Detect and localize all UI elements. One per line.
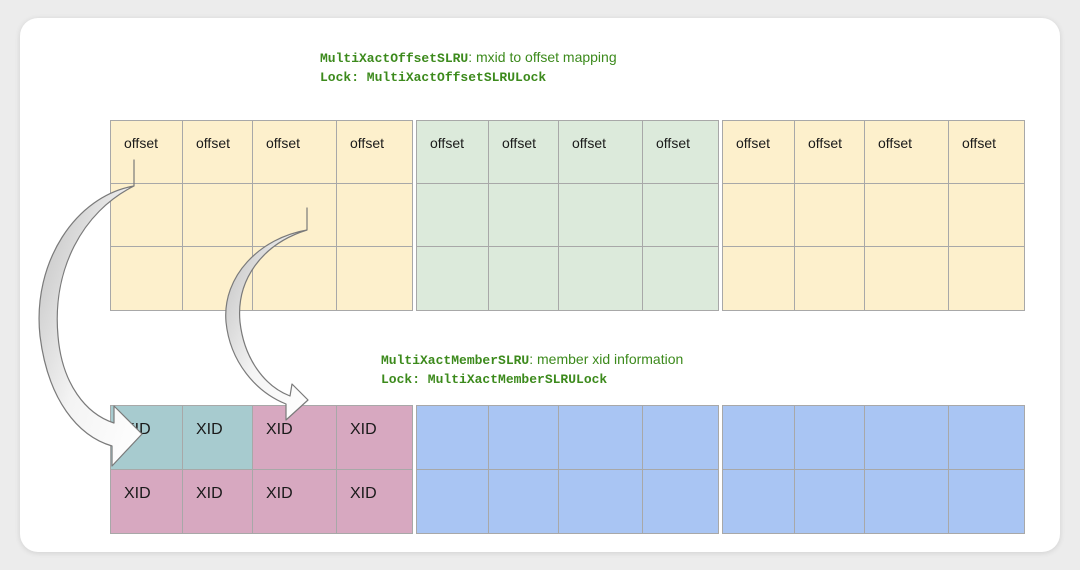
- offset-slru-caption: MultiXactOffsetSLRU: mxid to offset mapp…: [320, 48, 617, 87]
- member-cell: [642, 405, 719, 470]
- member-slru-lock: Lock: MultiXactMemberSLRULock: [381, 372, 608, 387]
- offset-cell: [110, 246, 183, 311]
- offset-cell: offset: [722, 120, 795, 184]
- offset-slru-lock: Lock: MultiXactOffsetSLRULock: [320, 70, 547, 85]
- member-cell: [864, 405, 949, 470]
- member-page-3: [722, 405, 1025, 534]
- offset-cell: offset: [864, 120, 949, 184]
- member-cell: XID: [336, 405, 413, 470]
- member-cell: XID: [110, 405, 183, 470]
- offset-cell: [110, 183, 183, 247]
- xid-label: XID: [124, 485, 151, 502]
- offset-page-1: offset offset offset offset: [110, 120, 413, 311]
- member-slru-description: : member xid information: [529, 351, 684, 367]
- member-cell: XID: [252, 405, 337, 470]
- offset-cell: [182, 246, 253, 311]
- offset-label: offset: [196, 135, 230, 151]
- xid-label: XID: [350, 421, 377, 438]
- member-cell: [558, 469, 643, 534]
- offset-label: offset: [736, 135, 770, 151]
- member-cell: XID: [182, 469, 253, 534]
- offset-cell: [864, 183, 949, 247]
- member-cell: [948, 469, 1025, 534]
- member-cell: [558, 405, 643, 470]
- member-cell: XID: [110, 469, 183, 534]
- member-cell: [642, 469, 719, 534]
- offset-cell: offset: [794, 120, 865, 184]
- offset-label: offset: [808, 135, 842, 151]
- member-cell: [416, 469, 489, 534]
- offset-cell: [336, 246, 413, 311]
- xid-label: XID: [196, 421, 223, 438]
- offset-slru-name: MultiXactOffsetSLRU: [320, 51, 469, 66]
- member-cell: [488, 469, 559, 534]
- offset-label: offset: [656, 135, 690, 151]
- offset-cell: [558, 246, 643, 311]
- xid-label: XID: [350, 485, 377, 502]
- member-page-2: [416, 405, 719, 534]
- offset-label: offset: [878, 135, 912, 151]
- offset-label: offset: [430, 135, 464, 151]
- member-cell: XID: [336, 469, 413, 534]
- offset-cell: [488, 246, 559, 311]
- offset-label: offset: [502, 135, 536, 151]
- offset-cell: [416, 246, 489, 311]
- offset-cell: offset: [558, 120, 643, 184]
- offset-page-2: offset offset offset offset: [416, 120, 719, 311]
- offset-cell: offset: [488, 120, 559, 184]
- offset-slru-description: : mxid to offset mapping: [468, 49, 617, 65]
- offset-cell: [642, 183, 719, 247]
- member-slru-caption: MultiXactMemberSLRU: member xid informat…: [381, 350, 683, 389]
- offset-label: offset: [266, 135, 300, 151]
- offset-cell: [182, 183, 253, 247]
- offset-cell: [722, 246, 795, 311]
- offset-cell: offset: [110, 120, 183, 184]
- offset-cell: offset: [252, 120, 337, 184]
- offset-cell: [794, 246, 865, 311]
- offset-cell: offset: [948, 120, 1025, 184]
- offset-cell: offset: [182, 120, 253, 184]
- offset-cell: [252, 183, 337, 247]
- member-cell: [416, 405, 489, 470]
- offset-cell: [252, 246, 337, 311]
- member-slru-name: MultiXactMemberSLRU: [381, 353, 530, 368]
- offset-label: offset: [572, 135, 606, 151]
- xid-label: XID: [266, 421, 293, 438]
- member-cell: [722, 405, 795, 470]
- offset-cell: [488, 183, 559, 247]
- offset-cell: [336, 183, 413, 247]
- offset-cell: [642, 246, 719, 311]
- xid-label: XID: [124, 421, 151, 438]
- offset-cell: offset: [416, 120, 489, 184]
- offset-cell: offset: [336, 120, 413, 184]
- member-cell: [948, 405, 1025, 470]
- member-cell: [488, 405, 559, 470]
- offset-label: offset: [962, 135, 996, 151]
- member-cell: [864, 469, 949, 534]
- offset-label: offset: [124, 135, 158, 151]
- member-cell: [794, 405, 865, 470]
- offset-cell: [558, 183, 643, 247]
- member-cell: [722, 469, 795, 534]
- xid-label: XID: [196, 485, 223, 502]
- offset-cell: [864, 246, 949, 311]
- member-cell: XID: [182, 405, 253, 470]
- offset-label: offset: [350, 135, 384, 151]
- offset-page-3: offset offset offset offset: [722, 120, 1025, 311]
- offset-cell: offset: [642, 120, 719, 184]
- xid-label: XID: [266, 485, 293, 502]
- member-page-1: XID XID XID XID XID XID XID XID: [110, 405, 413, 534]
- member-cell: XID: [252, 469, 337, 534]
- offset-cell: [794, 183, 865, 247]
- offset-cell: [416, 183, 489, 247]
- offset-cell: [948, 183, 1025, 247]
- member-cell: [794, 469, 865, 534]
- offset-cell: [948, 246, 1025, 311]
- offset-cell: [722, 183, 795, 247]
